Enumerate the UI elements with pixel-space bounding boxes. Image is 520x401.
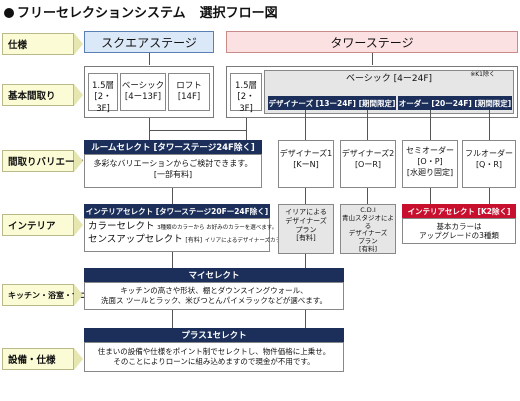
row-label-equipment: 設備・仕様 bbox=[2, 348, 74, 370]
designers1-interior: イリアによる デザイナーズ プラン [有料] bbox=[278, 204, 334, 254]
room-select-bar: ルームセレクト [タワーステージ24F除く] bbox=[84, 140, 262, 154]
designers-bar: デザイナーズ [13ー24F] [期間限定] bbox=[268, 96, 396, 110]
title-main: フリーセレクションシステム bbox=[17, 6, 186, 21]
card-code: [KーN] bbox=[293, 159, 319, 169]
connector bbox=[172, 310, 173, 328]
connector bbox=[149, 118, 150, 140]
connector bbox=[305, 188, 306, 204]
full-order-card: フルオーダー [Q・R] bbox=[462, 140, 516, 188]
card-code: [Q・R] bbox=[475, 159, 503, 169]
color-select-desc: 3種類のカラーから お好みのカラーを選べます。 bbox=[157, 225, 278, 231]
square-plan-1: 1.5層 [2・3F] bbox=[88, 73, 118, 114]
desc-line: アップグレードの3種類 bbox=[419, 231, 499, 241]
desc-line: C.D.I bbox=[360, 206, 376, 214]
card-title: フルオーダー bbox=[465, 149, 513, 158]
interior-select-k2-bar: インテリアセレクト [K2除く] bbox=[402, 204, 516, 218]
connector bbox=[430, 110, 431, 140]
desc-line: プラン bbox=[295, 225, 317, 234]
desc-line: そのことによりローンに組み込めますので現金が不用です。 bbox=[113, 357, 315, 367]
desc-line: [一部有料] bbox=[153, 169, 193, 179]
connector bbox=[367, 188, 368, 204]
row-label-interior: インテリア bbox=[2, 214, 74, 236]
plus1-select-bar: プラス1セレクト bbox=[84, 328, 344, 342]
row-label-variation: 間取りバリエーション bbox=[2, 150, 103, 172]
arrow-icon bbox=[74, 84, 83, 106]
desc-line: [有料] bbox=[296, 234, 316, 243]
row-label-layout: 基本間取り bbox=[2, 84, 74, 106]
desc-line: イリアによる bbox=[285, 208, 327, 216]
plan-name: 1.5層 bbox=[234, 81, 258, 91]
arrow-icon bbox=[74, 33, 83, 55]
desc-line: 住まいの設備や仕様をポイント制でセレクトし、物件価格に上乗せ。 bbox=[97, 347, 331, 356]
sense-up-desc: イリアによるデザイナーズカラーです。 bbox=[204, 237, 303, 244]
desc-line: 青山スタジオによる bbox=[342, 213, 394, 230]
my-select-bar: マイセレクト bbox=[84, 268, 344, 282]
connector bbox=[489, 110, 490, 140]
connector bbox=[489, 188, 490, 204]
tower-stage-header: タワーステージ bbox=[226, 31, 518, 53]
room-select-desc: 多彩なバリエーションからご検討できます。 [一部有料] bbox=[84, 154, 262, 188]
title-sub: 選択フロー図 bbox=[199, 6, 278, 21]
desc-line: 基本カラーは bbox=[436, 222, 482, 231]
connector bbox=[172, 188, 173, 204]
connector bbox=[305, 254, 306, 268]
row-label-spec: 仕様 bbox=[2, 33, 74, 55]
desc-line: 多彩なバリエーションからご検討できます。 bbox=[93, 159, 253, 168]
connector bbox=[246, 118, 247, 140]
card-title: デザイナーズ1 bbox=[279, 149, 333, 158]
bullet-icon bbox=[4, 8, 14, 18]
my-select-desc: キッチンの高さや形状、棚とダウンスイングウォール、 洗面ス ツールとラック、米び… bbox=[84, 282, 344, 310]
desc-line: キッチンの高さや形状、棚とダウンスイングウォール、 bbox=[120, 286, 308, 295]
arrow-icon bbox=[74, 214, 83, 236]
desc-line: [有料] bbox=[358, 244, 378, 253]
interior-select-bar: インテリアセレクト [タワーステージ20Fー24F除く] bbox=[84, 204, 270, 218]
plan-floors: [2・3F] bbox=[237, 92, 255, 114]
interior-select-desc: カラーセレクト 3種類のカラーから お好みのカラーを選べます。 センスアップセレ… bbox=[84, 218, 302, 252]
sense-up-name: センスアップセレクト bbox=[88, 233, 183, 245]
arrow-icon bbox=[74, 284, 83, 306]
desc-line: デザイナーズ bbox=[285, 216, 327, 225]
connector bbox=[172, 252, 173, 268]
connector bbox=[430, 188, 431, 204]
connector bbox=[305, 110, 306, 140]
card-code: [O・P] bbox=[417, 156, 443, 166]
connector bbox=[367, 110, 368, 140]
connector bbox=[305, 310, 306, 328]
arrow-icon bbox=[74, 348, 83, 370]
semi-order-card: セミオーダー [O・P] [水廻り固定] bbox=[402, 140, 458, 188]
square-plan-2: ベーシック [4ー13F] bbox=[120, 73, 166, 111]
plan-floors: [14F] bbox=[177, 92, 201, 103]
designers1-card: デザイナーズ1 [KーN] bbox=[278, 140, 334, 188]
square-stage-header: スクエアステージ bbox=[84, 31, 214, 53]
tower-plan-15: 1.5層 [2・3F] bbox=[230, 73, 262, 114]
plan-name: ベーシック bbox=[121, 81, 165, 91]
designers2-interior: C.D.I 青山スタジオによる デザイナーズ プラン [有料] bbox=[340, 204, 396, 254]
diagram-title: フリーセレクションシステム選択フロー図 bbox=[4, 2, 278, 21]
connector bbox=[372, 53, 373, 65]
plan-floors: [4ー13F] bbox=[124, 92, 162, 103]
card-code: [OーR] bbox=[354, 159, 382, 169]
connector bbox=[149, 130, 247, 131]
designers2-card: デザイナーズ2 [OーR] bbox=[340, 140, 396, 188]
card-title: デザイナーズ2 bbox=[341, 149, 395, 158]
plus1-select-desc: 住まいの設備や仕様をポイント制でセレクトし、物件価格に上乗せ。 そのことによりロ… bbox=[84, 342, 344, 372]
card-extra: [水廻り固定] bbox=[406, 167, 454, 177]
square-plan-3: ロフト [14F] bbox=[168, 73, 210, 111]
tower-note: ※K1除く bbox=[470, 71, 495, 78]
arrow-icon bbox=[74, 150, 83, 172]
row-label-kitchen: キッチン・浴室・サニタリー bbox=[2, 284, 112, 306]
card-title: セミオーダー bbox=[406, 146, 454, 155]
desc-line: プラン bbox=[358, 237, 378, 246]
tower-basic-label: ベーシック [4ー24F] bbox=[345, 74, 433, 84]
plan-name: ロフト bbox=[176, 81, 202, 91]
connector bbox=[149, 53, 150, 65]
plan-name: 1.5層 bbox=[91, 81, 115, 91]
desc-line: デザイナーズ bbox=[348, 229, 388, 238]
plan-floors: [2・3F] bbox=[94, 92, 112, 114]
sense-up-paid: [有料] bbox=[185, 236, 203, 244]
interior-select-k2-desc: 基本カラーは アップグレードの3種類 bbox=[402, 218, 516, 244]
desc-line: 洗面ス ツールとラック、米びつとんパイメラックなどが選べます。 bbox=[101, 296, 327, 306]
order-bar: オーダー [20ー24F] [期間限定] bbox=[398, 96, 512, 110]
color-select-name: カラーセレクト bbox=[88, 221, 155, 232]
